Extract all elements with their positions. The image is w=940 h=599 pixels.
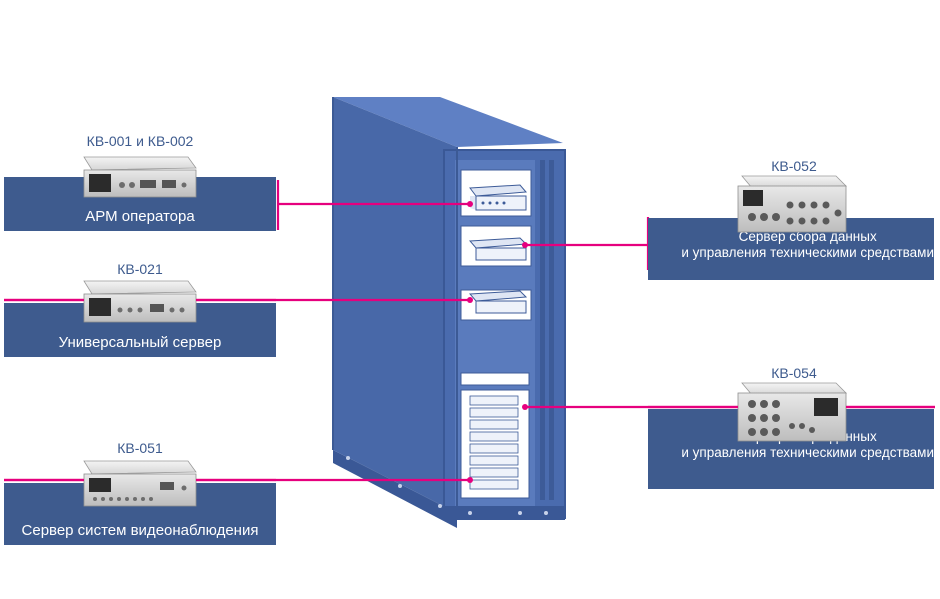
panel-label: Сервер систем видеонаблюдения (21, 522, 259, 539)
panel-label: Универсальный сервер (58, 334, 222, 351)
panel-label: АРМ оператора (85, 208, 195, 225)
panel-label-line2: и управления техническими средствами (681, 445, 934, 460)
device-image-data1 (737, 175, 847, 233)
panel-arm: АРМ оператора (4, 177, 276, 231)
model-label-arm: КВ-001 и КВ-002 (86, 133, 194, 149)
server-rack (332, 97, 566, 528)
device-image-arm (83, 156, 197, 198)
device-image-universal (83, 280, 197, 323)
device-image-video (83, 460, 197, 507)
model-label-data2: КВ-054 (771, 365, 817, 381)
model-label-data1: КВ-052 (771, 158, 817, 174)
model-label-universal: КВ-021 (117, 261, 163, 277)
device-image-data2 (737, 382, 847, 442)
panel-label-line1: Сервер сбора данных (738, 229, 877, 244)
panel-label-line2: и управления техническими средствами (681, 245, 934, 260)
model-label-video: КВ-051 (117, 440, 163, 456)
